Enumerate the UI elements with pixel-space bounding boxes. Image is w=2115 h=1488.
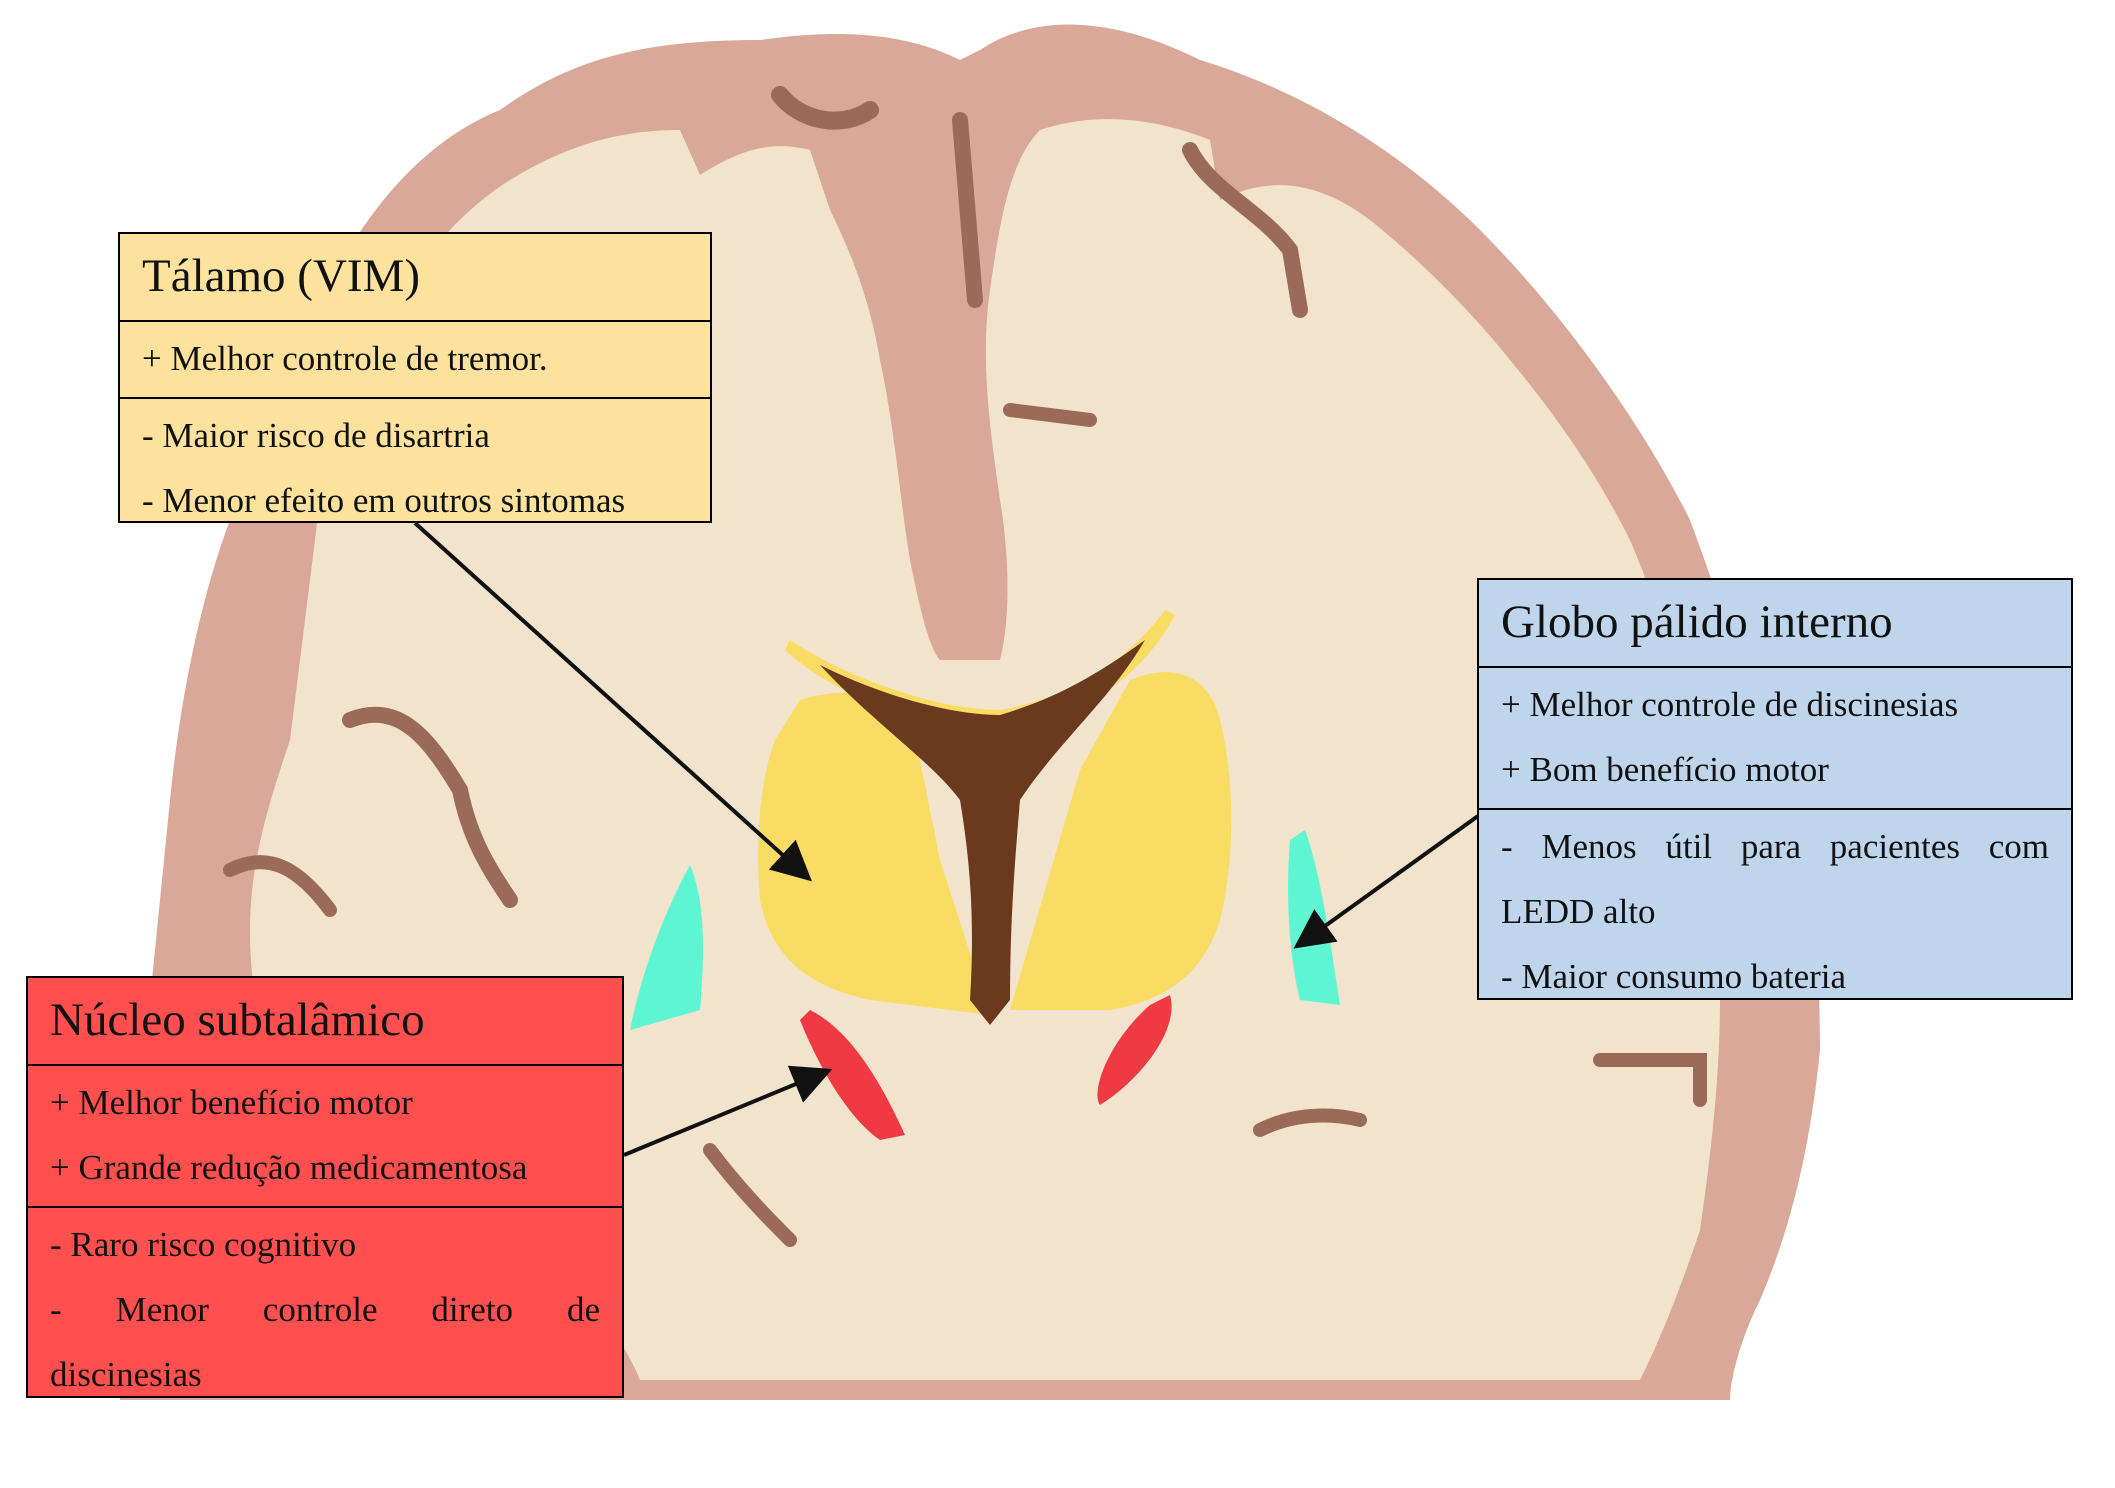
gpi-box: Globo pálido interno + Melhor controle d… bbox=[1477, 578, 2073, 1000]
stn-title: Núcleo subtalâmico bbox=[28, 978, 622, 1066]
stn-cons: - Raro risco cognitivo - Menor controle … bbox=[28, 1208, 622, 1413]
gpi-title: Globo pálido interno bbox=[1479, 580, 2071, 668]
ventricle bbox=[820, 640, 1145, 1025]
arrow-thalamus bbox=[413, 521, 812, 882]
globus-pallidus-left bbox=[630, 865, 703, 1030]
sulcus bbox=[342, 706, 518, 908]
stn-box: Núcleo subtalâmico + Melhor benefício mo… bbox=[26, 976, 624, 1398]
thalamus-con-1: - Maior risco de disartria bbox=[142, 416, 490, 455]
sulcus bbox=[952, 112, 983, 308]
gpi-con-2: - Maior consumo bateria bbox=[1501, 957, 1847, 996]
thalamus-left bbox=[758, 692, 990, 1015]
stn-pro-2: + Grande redução medicamentosa bbox=[50, 1148, 528, 1187]
thalamus-title: Tálamo (VIM) bbox=[120, 234, 710, 322]
thalamus-cons: - Maior risco de disartria - Menor efeit… bbox=[120, 399, 710, 539]
sulcus bbox=[1253, 1108, 1367, 1137]
thalamus-pros: + Melhor controle de tremor. bbox=[120, 322, 710, 399]
sulcus bbox=[1182, 142, 1308, 318]
thalamus-box: Tálamo (VIM) + Melhor controle de tremor… bbox=[118, 232, 712, 523]
arrow-gpi bbox=[1293, 814, 1480, 949]
thalamus-pro-1: + Melhor controle de tremor. bbox=[142, 339, 548, 378]
stn-pros: + Melhor benefício motor + Grande reduçã… bbox=[28, 1066, 622, 1208]
gpi-con-1-cont: LEDD alto bbox=[1501, 892, 1656, 931]
subthalamic-nucleus-left bbox=[800, 1010, 905, 1140]
arrow-stn bbox=[623, 1065, 833, 1157]
gpi-pro-1: + Melhor controle de discinesias bbox=[1501, 685, 1959, 724]
sulcus bbox=[223, 855, 337, 917]
stn-pro-1: + Melhor benefício motor bbox=[50, 1083, 413, 1122]
sulcus bbox=[1003, 403, 1097, 427]
gpi-pros: + Melhor controle de discinesias + Bom b… bbox=[1479, 668, 2071, 810]
sulcus bbox=[771, 86, 879, 130]
thalamus-right bbox=[1010, 672, 1232, 1010]
gpi-con-1: - Menos útil para pacientes com bbox=[1501, 827, 2049, 866]
stn-con-2: - Menor controle direto de bbox=[50, 1290, 600, 1329]
sulcus bbox=[1593, 1053, 1707, 1107]
sulcus bbox=[703, 1143, 797, 1247]
subthalamic-nucleus-right bbox=[1097, 995, 1172, 1105]
thalamus-con-2: - Menor efeito em outros sintomas bbox=[142, 481, 626, 520]
gpi-cons: - Menos útil para pacientes com LEDD alt… bbox=[1479, 810, 2071, 1015]
stn-con-1: - Raro risco cognitivo bbox=[50, 1225, 357, 1264]
gpi-pro-2: + Bom benefício motor bbox=[1501, 750, 1829, 789]
stn-con-2-cont: discinesias bbox=[50, 1355, 202, 1394]
